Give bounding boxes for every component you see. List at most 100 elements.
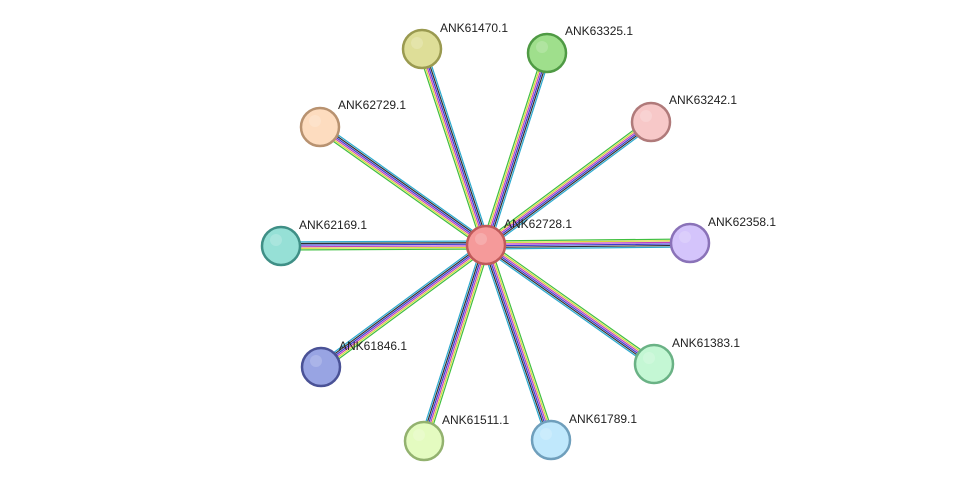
edge-strand: [319, 127, 486, 247]
edge-strand: [486, 53, 549, 246]
node-highlight: [536, 41, 548, 53]
edge-ANK61511.1[interactable]: [419, 243, 491, 443]
edge-strand: [281, 246, 487, 249]
edge-strand: [281, 248, 487, 251]
edge-strand: [486, 246, 691, 250]
node-ANK62729.1[interactable]: ANK62729.1: [299, 98, 406, 148]
node-label: ANK63325.1: [565, 24, 633, 38]
edge-strand: [280, 243, 486, 246]
edge-strand: [484, 52, 547, 245]
edge-strand: [420, 49, 486, 246]
edge-strand: [318, 128, 485, 248]
edge-strand: [489, 54, 552, 247]
edge-strand: [321, 245, 487, 369]
node-circle[interactable]: [633, 343, 675, 385]
node-label: ANK62729.1: [338, 98, 406, 112]
edge-strand: [423, 48, 489, 245]
edge-strand: [485, 238, 690, 242]
edge-strand: [481, 246, 548, 442]
edge-strand: [483, 52, 546, 245]
node-circle[interactable]: [300, 346, 342, 388]
edge-strand: [485, 120, 651, 245]
node-label: ANK61846.1: [339, 339, 407, 353]
edge-strand: [487, 53, 550, 246]
node-circle[interactable]: [526, 32, 568, 74]
edge-ANK62358.1[interactable]: [485, 238, 691, 250]
edge-ANK61470.1[interactable]: [417, 47, 491, 247]
edge-ANK62729.1[interactable]: [317, 123, 489, 249]
edge-strand: [419, 49, 485, 246]
edge-strand: [481, 51, 544, 244]
node-ANK62358.1[interactable]: ANK62358.1: [669, 215, 776, 264]
node-ANK62169.1[interactable]: ANK62169.1: [260, 218, 367, 267]
node-highlight: [310, 355, 322, 367]
node-highlight: [309, 115, 321, 127]
node-ANK61511.1[interactable]: ANK61511.1: [403, 413, 509, 462]
node-highlight: [475, 233, 487, 245]
edge-strand: [317, 129, 485, 249]
node-highlight: [270, 234, 282, 246]
edge-strand: [487, 242, 656, 363]
edge-strand: [422, 244, 486, 441]
edge-strand: [281, 245, 487, 248]
node-ANK63325.1[interactable]: ANK63325.1: [526, 24, 633, 74]
edge-strand: [419, 243, 483, 440]
edge-strand: [489, 243, 556, 439]
edge-strand: [486, 243, 691, 247]
node-highlight: [640, 110, 652, 122]
edge-strand: [483, 118, 649, 243]
node-ANK63242.1[interactable]: ANK63242.1: [630, 93, 737, 143]
edge-strand: [321, 123, 489, 243]
edge-strand: [485, 245, 654, 366]
node-circle[interactable]: [299, 106, 341, 148]
edge-strand: [424, 245, 488, 442]
node-center-ANK62728.1[interactable]: ANK62728.1: [465, 217, 572, 266]
edge-ANK61846.1[interactable]: [318, 241, 489, 371]
edge-ANK61383.1[interactable]: [483, 241, 657, 368]
edge-strand: [320, 125, 487, 245]
edges-layer: [280, 47, 691, 443]
edge-strand: [486, 244, 553, 440]
edge-strand: [487, 241, 657, 362]
node-label: ANK62728.1: [504, 217, 572, 231]
node-highlight: [643, 352, 655, 364]
edge-strand: [321, 124, 488, 244]
node-circle[interactable]: [401, 28, 443, 70]
edge-strand: [318, 241, 484, 365]
node-highlight: [413, 429, 425, 441]
node-circle[interactable]: [465, 224, 507, 266]
edge-strand: [487, 244, 554, 440]
node-highlight: [679, 231, 691, 243]
node-circle[interactable]: [403, 420, 445, 462]
edge-strand: [484, 246, 653, 367]
edge-strand: [280, 240, 486, 243]
edge-strand: [483, 245, 550, 441]
edge-strand: [280, 242, 486, 245]
node-ANK61383.1[interactable]: ANK61383.1: [633, 336, 740, 385]
node-label: ANK62169.1: [299, 218, 367, 232]
node-circle[interactable]: [630, 101, 672, 143]
edge-ANK61789.1[interactable]: [481, 243, 556, 442]
edge-ANK63325.1[interactable]: [481, 51, 552, 247]
edge-strand: [486, 244, 691, 248]
node-circle[interactable]: [260, 225, 302, 267]
node-circle[interactable]: [530, 419, 572, 461]
edge-ANK62169.1[interactable]: [280, 240, 487, 251]
edge-strand: [484, 119, 650, 244]
node-label: ANK61511.1: [442, 413, 509, 427]
node-ANK61470.1[interactable]: ANK61470.1: [401, 21, 508, 70]
node-ANK61846.1[interactable]: ANK61846.1: [300, 339, 407, 388]
edge-strand: [486, 122, 652, 247]
node-highlight: [411, 37, 423, 49]
edge-strand: [427, 246, 491, 443]
node-ANK61789.1[interactable]: ANK61789.1: [530, 412, 637, 461]
edge-strand: [485, 240, 690, 244]
node-label: ANK61383.1: [672, 336, 740, 350]
node-label: ANK61470.1: [440, 21, 508, 35]
node-circle[interactable]: [669, 222, 711, 264]
edge-ANK63242.1[interactable]: [483, 118, 654, 249]
edge-strand: [425, 47, 491, 244]
edge-strand: [322, 246, 488, 370]
